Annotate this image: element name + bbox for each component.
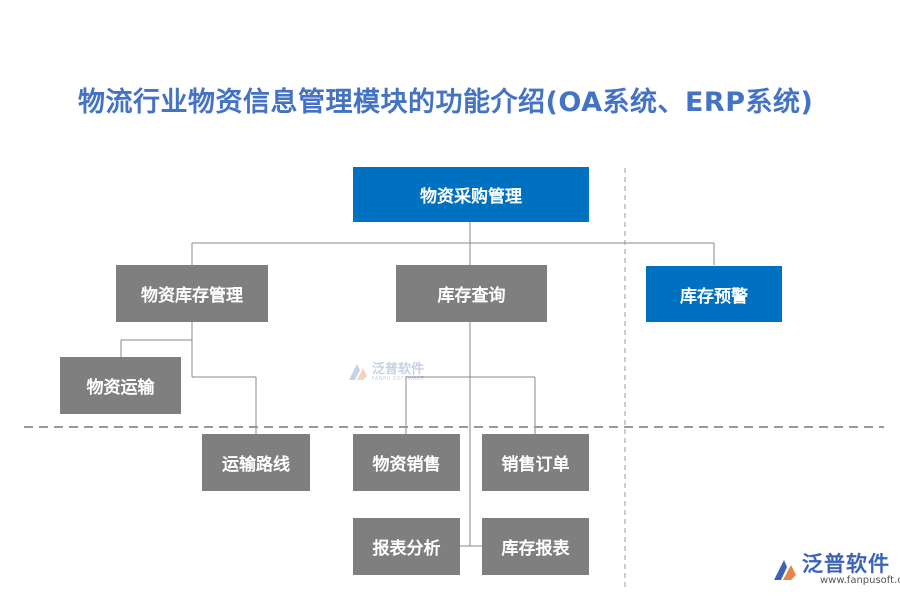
watermark: 泛普软件 FANPU SOFTWARE [347,362,425,382]
brand-logo: 泛普软件 www.fanpusoft.com [772,553,900,586]
node-inventory-query: 库存查询 [396,265,547,322]
node-inventory-alert: 库存预警 [646,266,782,322]
node-transport-route: 运输路线 [202,434,310,491]
watermark-text: 泛普软件 [372,361,425,377]
diagram-title: 物流行业物资信息管理模块的功能介绍(OA系统、ERP系统) [78,87,814,118]
node-report-analysis: 报表分析 [353,518,460,575]
node-inventory-management: 物资库存管理 [116,265,268,322]
node-material-sales: 物资销售 [353,434,460,491]
node-material-procurement: 物资采购管理 [353,167,589,222]
fanpu-logo-icon [774,559,796,580]
node-sales-order: 销售订单 [482,434,589,491]
brand-url: www.fanpusoft.com [820,575,900,586]
fanpu-logo-icon [349,364,367,380]
node-material-transport: 物资运输 [60,357,181,414]
brand-name: 泛普软件 [802,552,890,576]
node-inventory-report: 库存报表 [482,518,589,575]
watermark-subtext: FANPU SOFTWARE [372,375,425,382]
